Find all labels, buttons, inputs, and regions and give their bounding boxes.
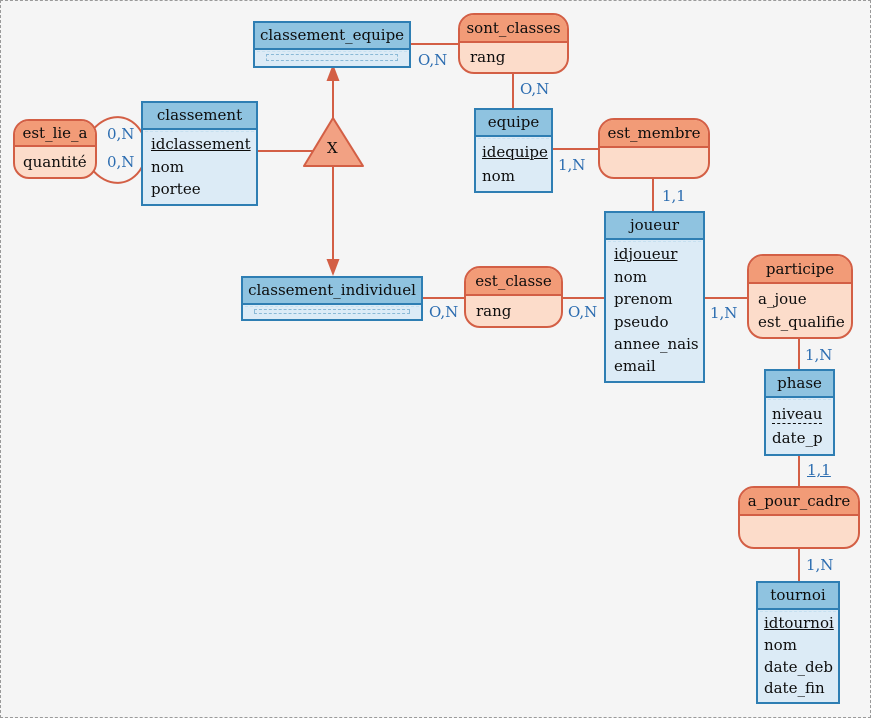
entity-title: tournoi [758,583,838,610]
link-est_lie_a-classement-top [90,116,143,134]
relation-attributes: rang [460,43,567,72]
attribute: rang [470,48,506,67]
attribute: date_fin [764,679,825,698]
empty-attribute-strip [266,54,398,61]
entity-tournoi: tournoi idtournoi nom date_deb date_fin [756,581,840,704]
attribute: a_joue [758,289,807,308]
exclusion-triangle-icon [303,117,364,167]
entity-title: phase [766,371,833,398]
cardinality-label: 1,N [806,556,834,574]
cardinality-label: 1,1 [662,187,686,205]
attribute: idclassement [151,135,251,154]
entity-classement: classement idclassement nom portee [141,101,258,206]
entity-joueur: joueur idjoueur nom prenom pseudo annee_… [604,211,705,383]
entity-title: joueur [606,213,703,240]
entity-title: classement [143,103,256,130]
attribute: email [614,357,656,376]
entity-attributes: idjoueur nom prenom pseudo annee_nais em… [606,240,703,381]
cardinality-label: 1,N [558,156,586,174]
attribute: nom [614,267,647,286]
cardinality-label: O,N [429,303,459,321]
entity-title: equipe [476,110,551,137]
attribute: nom [151,157,184,176]
inheritance-operator-label: X [327,139,338,157]
entity-title: classement_individuel [243,278,421,305]
cardinality-label: 1,1 [807,461,831,479]
attribute: idequipe [482,143,548,162]
entity-equipe: equipe idequipe nom [474,108,553,193]
cardinality-label: 1,N [710,304,738,322]
attribute: idjoueur [614,245,678,264]
link-est_lie_a-classement-bottom [90,166,143,184]
entity-attributes: idequipe nom [476,137,551,191]
attribute: niveau [772,404,823,424]
cardinality-label: 0,N [107,125,135,143]
cardinality-label: 0,N [107,153,135,171]
relation-title: sont_classes [460,15,567,43]
attribute: nom [764,636,797,655]
arrowhead-up-icon [326,64,340,81]
entity-title: classement_equipe [255,23,409,50]
attribute: date_deb [764,657,834,676]
relation-attributes: quantité [15,147,95,177]
entity-attributes: niveau date_p [766,398,833,454]
empty-attribute-strip [254,309,410,314]
relation-attributes [740,516,858,547]
relation-attributes: a_joue est_qualifie [749,284,851,337]
relation-attributes [600,148,708,177]
relation-est_classe: est_classe rang [464,266,563,328]
relation-title: est_classe [466,268,561,296]
attribute: nom [482,166,515,185]
relation-attributes: rang [466,296,561,326]
attribute: est_qualifie [758,312,845,331]
attribute: portee [151,180,201,199]
entity-phase: phase niveau date_p [764,369,835,456]
relation-sont_classes: sont_classes rang [458,13,569,74]
cardinality-label: O,N [568,303,598,321]
relation-a_pour_cadre: a_pour_cadre [738,486,860,549]
attribute: rang [476,301,512,320]
cardinality-label: 1,N [805,346,833,364]
attribute: date_p [772,428,823,447]
entity-classement_equipe: classement_equipe [253,21,411,68]
relation-participe: participe a_joue est_qualifie [747,254,853,339]
arrowhead-down-icon [326,259,340,276]
entity-classement_individuel: classement_individuel [241,276,423,321]
cardinality-label: O,N [520,80,550,98]
entity-attributes [255,50,409,66]
attribute: idtournoi [764,614,834,633]
relation-title: est_membre [600,120,708,148]
cardinality-label: O,N [418,51,448,69]
entity-attributes [243,305,421,319]
relation-title: est_lie_a [15,121,95,147]
entity-attributes: idclassement nom portee [143,130,256,204]
relation-est_membre: est_membre [598,118,710,179]
relation-title: a_pour_cadre [740,488,858,516]
attribute: quantité [23,152,87,171]
attribute: prenom [614,290,673,309]
relation-title: participe [749,256,851,284]
entity-attributes: idtournoi nom date_deb date_fin [758,610,838,702]
relation-est_lie_a: est_lie_a quantité [13,119,97,179]
attribute: annee_nais [614,335,699,354]
attribute: pseudo [614,312,669,331]
